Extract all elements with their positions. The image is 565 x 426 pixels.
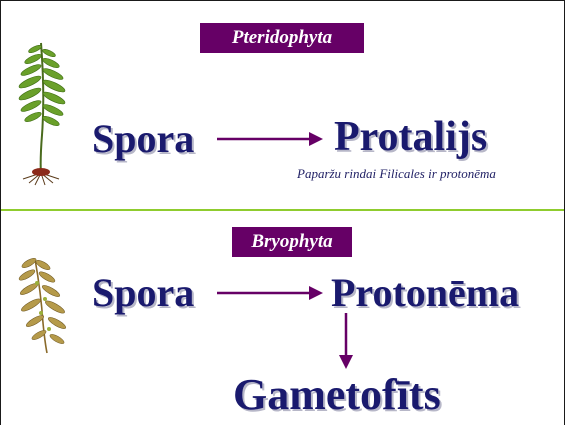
gametofits-term: Gametofīts bbox=[233, 370, 441, 419]
spora-term-bottom: Spora bbox=[92, 270, 195, 315]
protonema-term: Protonēma bbox=[331, 270, 520, 315]
arrow-right-icon bbox=[217, 132, 323, 146]
bryophyta-badge: Bryophyta bbox=[232, 227, 352, 257]
moss-illustration-icon bbox=[18, 257, 67, 354]
section-divider bbox=[1, 209, 564, 211]
fern-illustration-icon bbox=[18, 42, 66, 186]
arrow-down-icon bbox=[339, 313, 353, 369]
filicales-note: Paparžu rindai Filicales ir protonēma bbox=[297, 166, 496, 181]
arrow-right-icon bbox=[217, 286, 323, 300]
protalijs-term: Protalijs bbox=[334, 114, 488, 160]
spora-term-top: Spora bbox=[92, 116, 195, 161]
pteridophyta-badge: Pteridophyta bbox=[200, 23, 364, 53]
